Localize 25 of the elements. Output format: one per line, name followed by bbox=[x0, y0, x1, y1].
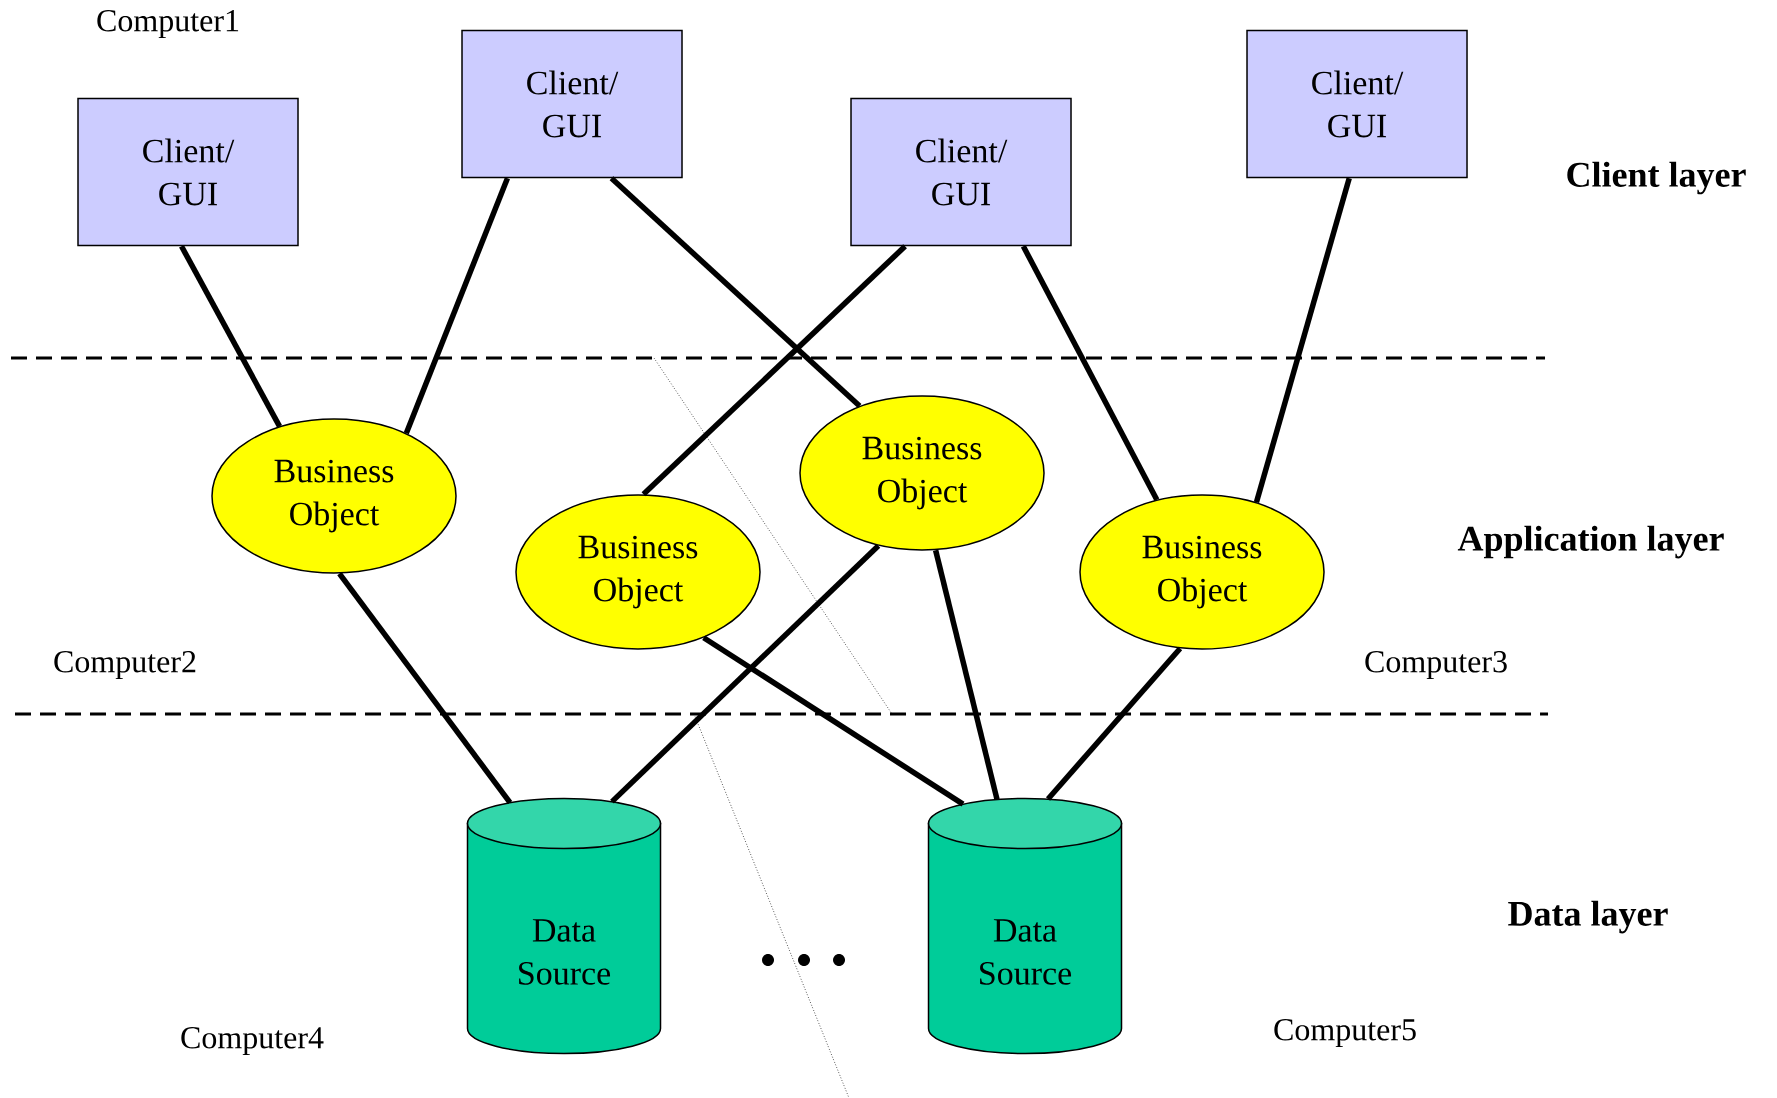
layer-label: Data layer bbox=[1508, 900, 1668, 934]
connector-line bbox=[403, 177, 510, 435]
layer-label: Client layer bbox=[1567, 161, 1746, 195]
layer-label: Application layer bbox=[1457, 525, 1724, 559]
connector-line bbox=[609, 176, 862, 409]
client-box: Client/ GUI bbox=[77, 97, 299, 247]
computer-label: Computer2 bbox=[54, 651, 196, 679]
connector-line bbox=[641, 244, 907, 497]
client-box: Client/ GUI bbox=[850, 97, 1072, 247]
connector-line bbox=[610, 543, 881, 804]
connector-line bbox=[1045, 646, 1183, 801]
client-box: Client/ GUI bbox=[461, 29, 683, 179]
connector-line bbox=[702, 635, 965, 807]
computer-label: Computer5 bbox=[1274, 1019, 1416, 1047]
connector-line bbox=[1253, 177, 1352, 504]
connector-line bbox=[1020, 244, 1160, 501]
computer-label: Computer4 bbox=[181, 1027, 324, 1055]
computer-label: Computer1 bbox=[97, 10, 239, 38]
computer-label: Computer3 bbox=[1365, 651, 1507, 679]
connector-line bbox=[932, 549, 1000, 801]
database-cylinder: Data Source bbox=[466, 797, 662, 1055]
connector-line bbox=[337, 572, 513, 805]
client-box: Client/ GUI bbox=[1246, 29, 1468, 179]
connector-line bbox=[179, 244, 282, 428]
database-cylinder: Data Source bbox=[927, 797, 1123, 1055]
